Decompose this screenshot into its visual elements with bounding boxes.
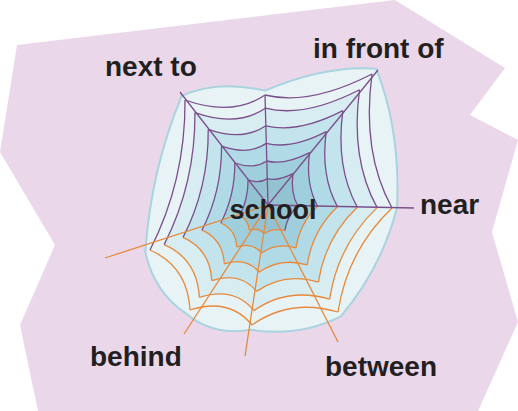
web-thread (248, 179, 267, 182)
preposition-label: between (325, 352, 437, 383)
web-thread (318, 207, 357, 282)
web-thread (265, 74, 372, 98)
web-thread (190, 306, 252, 325)
web-thread (183, 237, 212, 280)
web-thread (185, 95, 265, 107)
preposition-label: near (420, 190, 479, 221)
web-spoke (268, 205, 338, 342)
web-thread (330, 208, 378, 300)
web-thread (266, 132, 326, 145)
web-thread (369, 74, 392, 208)
web-spoke (265, 95, 268, 205)
web-thread (208, 126, 266, 135)
web-band (183, 111, 357, 292)
web-thread (164, 113, 195, 245)
web-band (164, 90, 377, 311)
web-center: school (193, 180, 353, 240)
web-thread (357, 90, 377, 208)
web-band (221, 153, 318, 253)
web-thread (195, 108, 265, 119)
web-spoke (180, 92, 268, 205)
web-thread (338, 208, 392, 312)
web-thread (150, 100, 185, 250)
web-thread (221, 223, 237, 247)
web-thread (325, 132, 338, 207)
preposition-label: next to (105, 52, 197, 83)
web-thread (150, 250, 190, 310)
web-thread (212, 278, 257, 292)
web-thread (266, 111, 343, 128)
web-outer (145, 68, 397, 332)
web-band (202, 132, 338, 273)
web-thread (267, 153, 310, 163)
web-thread (341, 111, 357, 207)
web-spoke (245, 205, 268, 356)
preposition-label: in front of (313, 34, 444, 65)
center-word: school (229, 195, 316, 226)
web-thread (202, 230, 224, 264)
preposition-label: behind (90, 342, 182, 373)
web-thread (265, 90, 359, 111)
web-spoke (268, 70, 378, 205)
web-thread (222, 143, 267, 150)
web-thread (164, 245, 199, 298)
web-thread (202, 146, 222, 230)
web-thread (235, 161, 267, 166)
